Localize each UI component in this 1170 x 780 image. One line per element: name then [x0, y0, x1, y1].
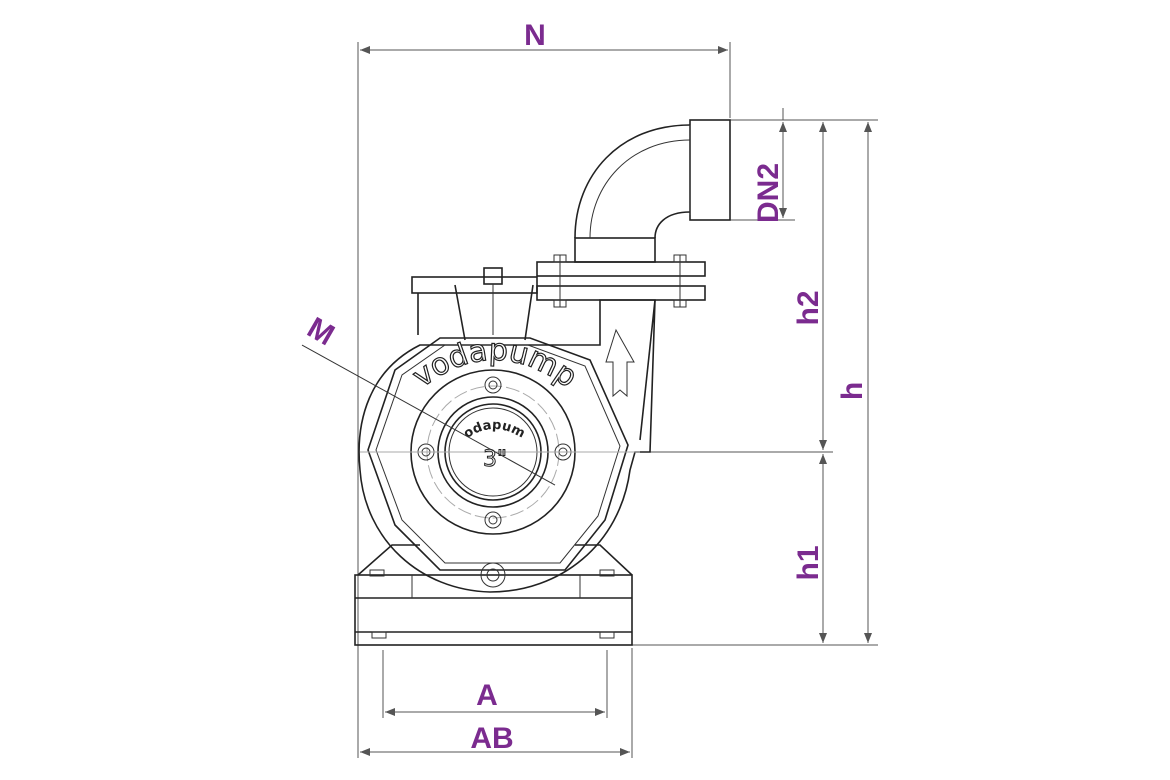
label-DN2: DN2	[752, 163, 785, 223]
label-h: h	[836, 382, 869, 400]
label-h2: h2	[792, 290, 825, 325]
discharge-pipe	[536, 119, 731, 308]
label-M: M	[302, 311, 340, 352]
m-leader-line	[301, 344, 556, 486]
pump-body: vodapump vodapump 3"	[0, 0, 656, 593]
extension-lines	[357, 42, 878, 758]
brand-logo: vodapump	[406, 333, 583, 395]
pump-base	[354, 544, 633, 646]
flow-arrow-icon	[605, 328, 635, 398]
inlet-size-label: 3"	[483, 447, 507, 472]
label-AB: AB	[470, 722, 513, 755]
label-h1: h1	[792, 545, 825, 580]
label-A: A	[476, 679, 498, 712]
label-N: N	[524, 19, 546, 52]
dimension-lines	[360, 46, 872, 756]
